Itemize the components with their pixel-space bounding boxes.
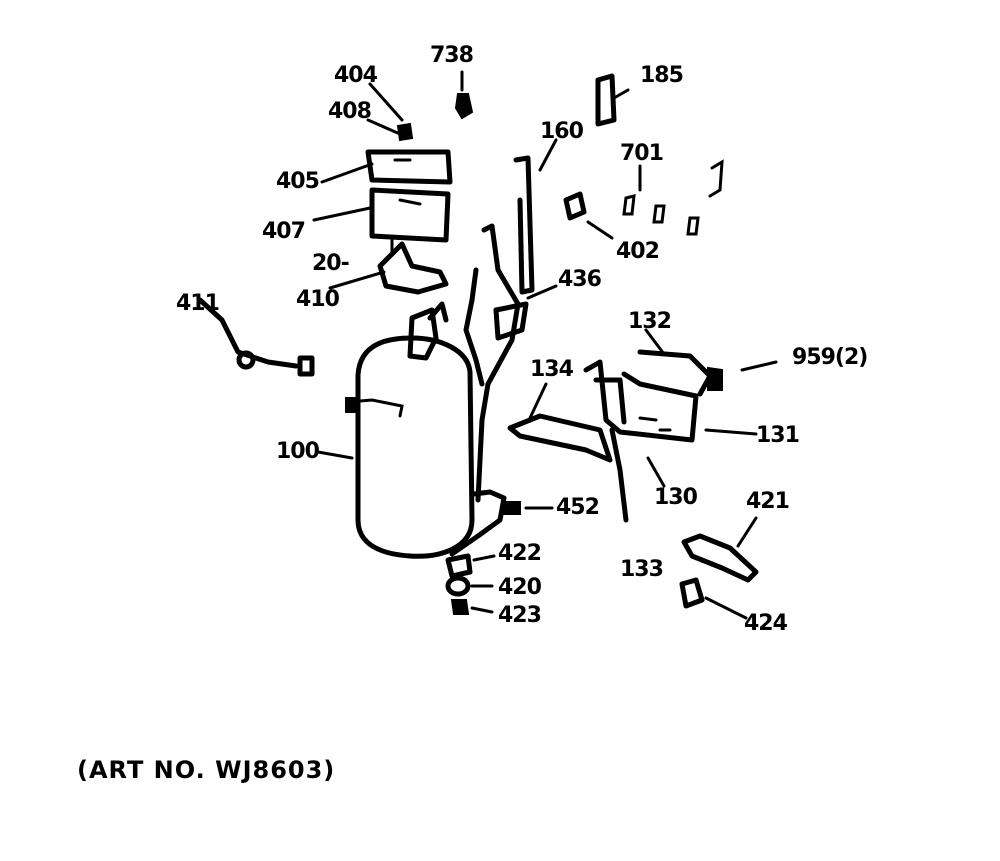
label-100: 100 [276, 439, 320, 464]
label-420: 420 [498, 575, 542, 600]
wire-411 [197, 297, 299, 369]
label-701: 701 [620, 141, 663, 166]
label-405: 405 [276, 169, 319, 194]
discharge-tube-436 [463, 223, 529, 503]
label-133: 133 [620, 557, 663, 582]
washer-420 [445, 575, 471, 597]
clip-424 [679, 577, 705, 609]
wire-411-terminal-a [236, 350, 256, 370]
label-424: 424 [744, 611, 788, 636]
nut-738 [454, 93, 474, 120]
tube-160 [513, 155, 535, 295]
leader-lines [312, 70, 778, 620]
compressor-body [345, 301, 475, 559]
clip-701-b [652, 204, 666, 224]
label-132: 132 [628, 309, 671, 334]
spring-clip [708, 159, 724, 198]
label-131: 131 [756, 423, 799, 448]
fitting-422 [445, 553, 473, 579]
grommet-402 [563, 191, 587, 221]
nut-423 [450, 599, 470, 615]
top-cover-405 [365, 149, 453, 185]
label-160: 160 [540, 119, 584, 144]
label-452: 452 [556, 495, 599, 520]
label-411: 411 [176, 291, 219, 316]
label-185: 185 [640, 63, 683, 88]
label-410: 410 [296, 287, 340, 312]
label-20: 20- [312, 251, 349, 276]
mount-410 [377, 234, 449, 295]
label-738: 738 [430, 43, 473, 68]
part-labels: 738 185 404 408 160 701 405 402 407 20- … [176, 43, 868, 636]
clip-701-a [622, 194, 636, 216]
wire-411-terminal-b [297, 355, 315, 377]
label-436: 436 [558, 267, 602, 292]
label-423: 423 [498, 603, 541, 628]
label-407: 407 [262, 219, 305, 244]
clip-701-c [686, 216, 700, 236]
clamp-421 [681, 533, 759, 583]
bracket-407 [369, 187, 451, 243]
label-421: 421 [746, 489, 789, 514]
label-402: 402 [616, 239, 659, 264]
label-130: 130 [654, 485, 698, 510]
clip-185 [595, 73, 617, 127]
label-408: 408 [328, 99, 371, 124]
label-422: 422 [498, 541, 541, 566]
label-134: 134 [530, 357, 574, 382]
tube-fitting-452 [449, 489, 507, 557]
art-number-caption: (ART NO. WJ8603) [77, 756, 336, 784]
fitting-452-nut [503, 501, 521, 515]
label-959: 959(2) [792, 345, 867, 370]
label-404: 404 [334, 63, 378, 88]
bolt-404 [396, 122, 414, 142]
